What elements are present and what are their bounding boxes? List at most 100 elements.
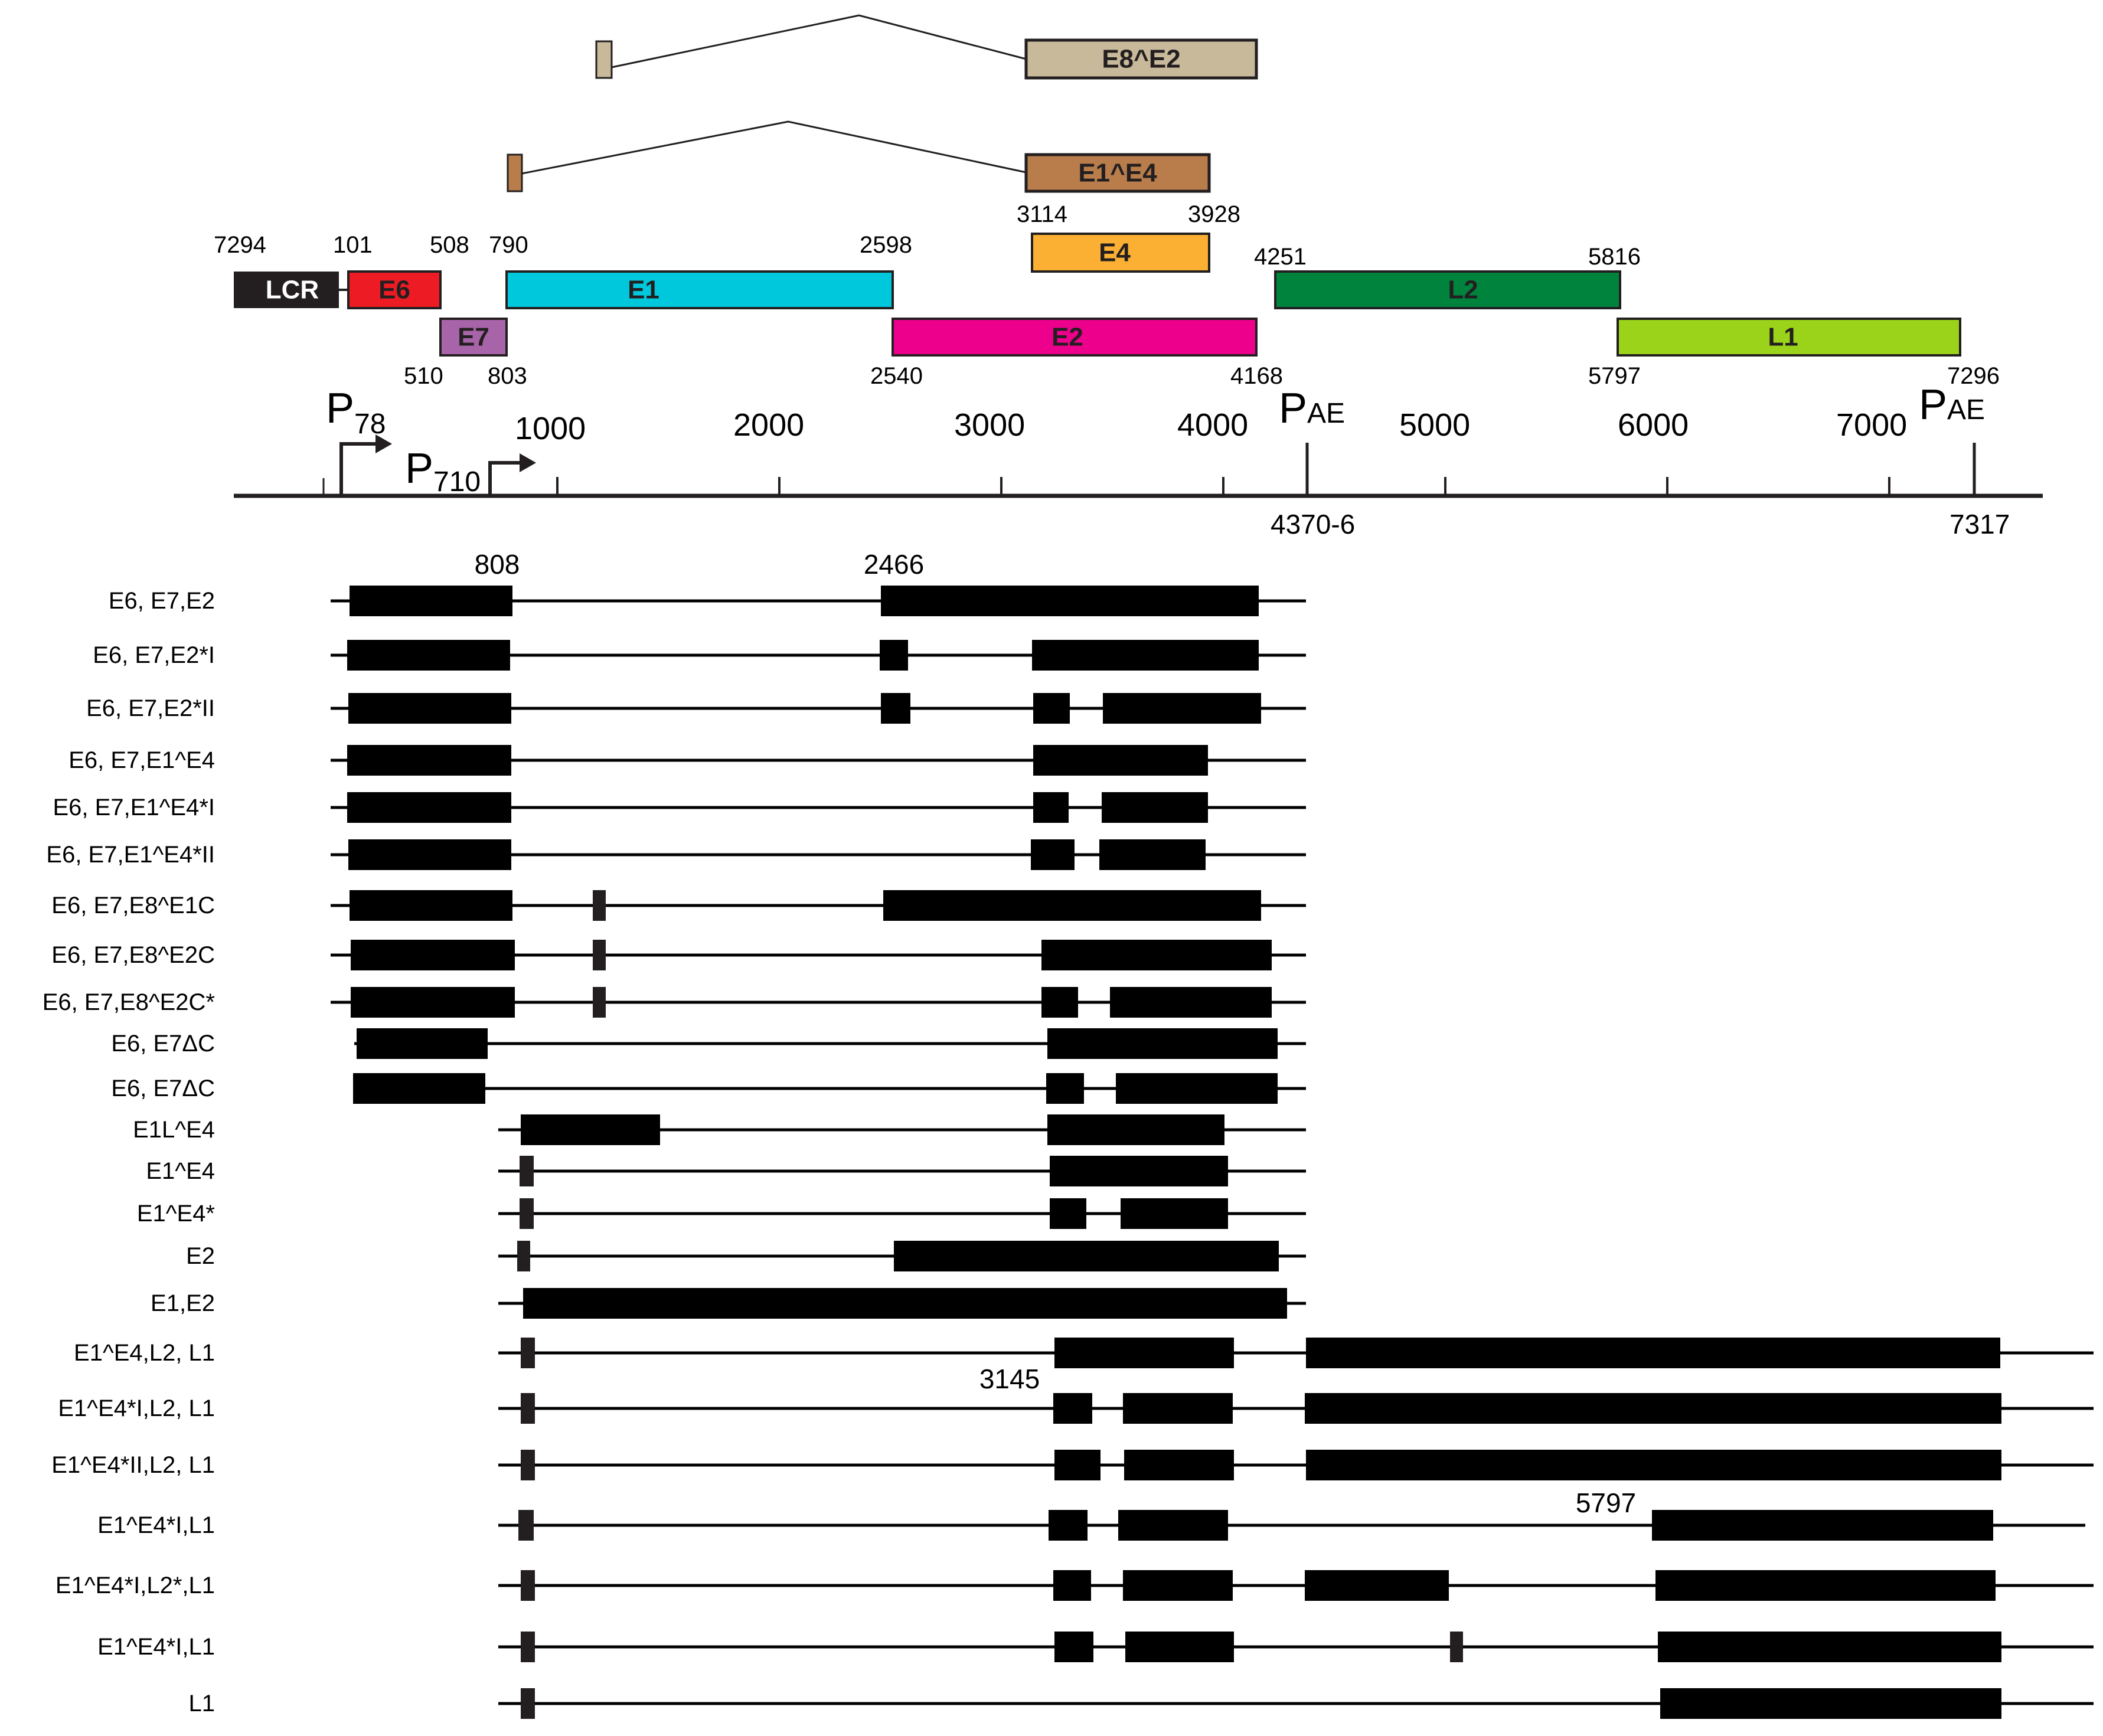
exon-block <box>1103 693 1261 724</box>
e2-end-coord: 4168 <box>1230 363 1283 389</box>
transcript-row: E1^E4* <box>137 1198 1306 1229</box>
exon-block <box>1032 640 1259 671</box>
transcript-row: E1^E4*I,L1 <box>97 1510 2085 1541</box>
tick-label-5000: 5000 <box>1399 407 1470 443</box>
transcript-label: E1^E4* <box>137 1201 215 1227</box>
exon-block <box>1306 1450 2001 1480</box>
e6-box <box>347 270 442 309</box>
transcript-label: L1 <box>189 1691 215 1717</box>
transcript-row: E6, E7,E2 <box>109 586 1306 616</box>
transcript-label: E6, E7ΔC <box>111 1075 215 1101</box>
exon-block <box>347 745 511 776</box>
exon-block <box>1123 1570 1233 1601</box>
e4-label: E4 <box>1099 238 1131 267</box>
lcr-label: LCR <box>266 276 319 305</box>
tick-label-4000: 4000 <box>1177 407 1248 443</box>
e1-e4-label: E1^E4 <box>1078 159 1157 188</box>
e8-exon-small <box>595 40 613 79</box>
exon-block <box>353 1073 485 1104</box>
exon-block <box>1050 1198 1086 1229</box>
transcript-row: L1 <box>189 1688 2094 1719</box>
transcript-label: E6, E7ΔC <box>111 1031 215 1057</box>
exon-block <box>347 792 511 823</box>
exon-block <box>351 940 515 970</box>
transcript-row: E6, E7,E2*I <box>93 640 1306 671</box>
exon-block <box>1054 1338 1234 1368</box>
l2-end-coord: 5816 <box>1588 244 1641 270</box>
transcript-label: E1^E4 <box>146 1158 215 1184</box>
exon-block <box>894 1241 1279 1271</box>
e4-end-coord: 3928 <box>1188 201 1240 227</box>
transcript-label: E1^E4,L2, L1 <box>74 1340 215 1366</box>
transcript-label: E6, E7,E8^E2C <box>51 942 215 968</box>
transcript-label: E6, E7,E2*I <box>93 642 215 668</box>
transcript-label: E1^E4*I,L2, L1 <box>58 1395 215 1421</box>
axis-mark-label-7317: 7317 <box>1949 509 2010 540</box>
l2-start-coord: 4251 <box>1254 244 1307 270</box>
e1-end-coord: 2598 <box>860 232 912 258</box>
exon-block <box>1110 987 1272 1018</box>
exon-block <box>1053 1570 1091 1601</box>
l1-box <box>1617 318 1961 357</box>
exon-block <box>521 1632 535 1662</box>
e7-end-coord: 803 <box>488 363 527 389</box>
e2-start-coord: 2540 <box>870 363 923 389</box>
exon-block <box>521 1570 535 1601</box>
exon-block <box>520 1156 534 1186</box>
e7-label: E7 <box>458 323 489 352</box>
promoter-p78-label: P78 <box>326 385 386 440</box>
transcript-row: E1^E4*I,L2*,L1 <box>55 1570 2094 1601</box>
transcript-row: E6, E7,E1^E4*II <box>46 839 1306 870</box>
l2-box <box>1274 270 1621 309</box>
promoter-pae1-label: PAE <box>1279 385 1345 432</box>
e1-exon-small <box>507 153 523 192</box>
transcript-label: E1^E4*I,L1 <box>97 1634 215 1660</box>
promoter-p78-arrowhead <box>375 434 392 453</box>
e8-e2-label: E8^E2 <box>1102 45 1180 74</box>
exon-block <box>518 1510 534 1541</box>
exon-block <box>1047 1114 1224 1145</box>
transcript-row: E6, E7ΔC <box>111 1028 1306 1059</box>
e6-start-coord: 101 <box>333 232 373 258</box>
exon-block <box>1306 1338 2000 1368</box>
axis-mark-label-4370: 4370-6 <box>1271 509 1355 540</box>
e8-e2-splice-line <box>611 14 1027 68</box>
exon-block <box>1655 1570 1996 1601</box>
e4-start-coord: 3114 <box>1017 201 1067 227</box>
annotation-2466: 2466 <box>864 549 924 580</box>
promoters: P78 P710 PAE PAE <box>326 381 1985 498</box>
exon-block <box>1046 1073 1084 1104</box>
transcript-row: E6, E7,E1^E4*I <box>53 792 1306 823</box>
gene-boxes: LCR E6 E7 E1 E2 E4 L2 L1 <box>234 233 1961 357</box>
transcript-row: E1^E4*I,L1 <box>97 1632 2094 1662</box>
exon-block <box>1053 1393 1092 1424</box>
exon-block <box>1116 1073 1278 1104</box>
exon-block <box>1450 1632 1463 1662</box>
e4-box <box>1031 233 1210 273</box>
transcript-label: E1^E4*I,L1 <box>97 1512 215 1538</box>
exon-block <box>880 640 908 671</box>
l2-label: L2 <box>1448 276 1478 305</box>
exon-block <box>1123 1393 1233 1424</box>
exon-block <box>520 1198 534 1229</box>
transcript-row: E6, E7,E1^E4 <box>68 745 1306 776</box>
exon-block <box>521 1338 535 1368</box>
exon-block <box>1658 1632 2001 1662</box>
exon-block <box>1660 1688 2001 1719</box>
exon-block <box>357 1028 488 1059</box>
e2-box <box>892 318 1258 357</box>
exon-block <box>517 1241 530 1271</box>
transcript-row: E2 <box>186 1241 1306 1271</box>
exon-block <box>350 586 512 616</box>
l1-start-coord: 5797 <box>1588 363 1641 389</box>
annotation-808: 808 <box>475 549 520 580</box>
transcript-row: E1^E4 <box>146 1156 1306 1186</box>
transcript-label: E1^E4*II,L2, L1 <box>51 1452 215 1478</box>
promoter-p710-arrow <box>488 461 522 496</box>
exon-block <box>881 693 910 724</box>
tick-label-1000: 1000 <box>515 411 586 446</box>
exon-block <box>593 890 606 921</box>
promoter-p710-label: P710 <box>405 445 481 498</box>
gene-coordinates: 7294 101 508 790 2598 3114 3928 4251 581… <box>214 201 2000 389</box>
e1-box <box>505 270 894 309</box>
